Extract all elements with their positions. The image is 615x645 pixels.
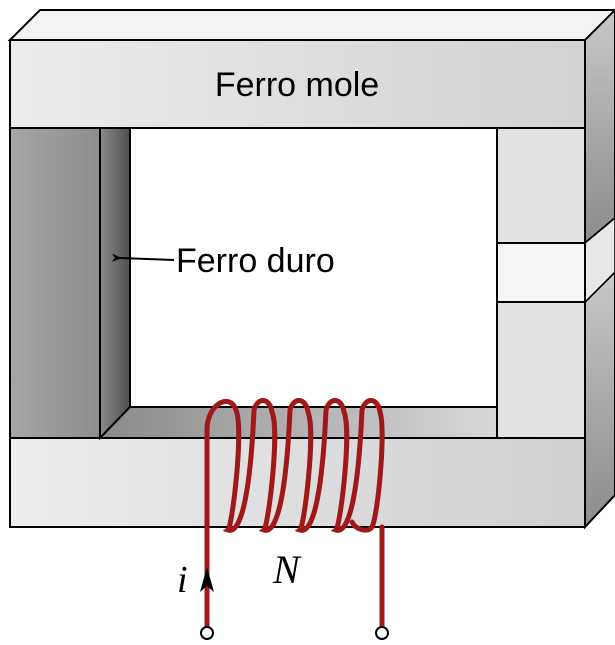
air-gap-front	[496, 242, 586, 303]
terminal-right	[375, 626, 389, 640]
soft-iron-label: Ferro mole	[215, 66, 379, 104]
soft-iron-top-bar	[9, 39, 586, 129]
coil	[204, 398, 385, 631]
core-right-side-lower	[584, 270, 615, 530]
turns-label: N	[272, 547, 302, 592]
coil-lead-left	[204, 398, 239, 631]
current-arrow	[200, 567, 214, 592]
hard-iron-pointer	[111, 253, 175, 262]
soft-iron-right-upper	[496, 127, 586, 244]
core-right-side-upper	[584, 8, 615, 246]
core-inner-ledge	[97, 406, 498, 439]
coil-turn-2	[258, 398, 311, 533]
coil-turn-1	[222, 398, 275, 533]
coil-turn-4	[330, 398, 383, 533]
core-top-surface	[7, 9, 615, 41]
hard-iron-inner-face	[99, 127, 131, 441]
current-label: i	[177, 559, 188, 601]
soft-iron-bottom-bar	[9, 437, 586, 528]
terminal-left	[200, 626, 214, 640]
soft-iron-right-lower	[496, 301, 586, 439]
core-window	[129, 127, 498, 408]
hard-iron-front	[9, 127, 101, 439]
hard-iron-label: Ferro duro	[176, 242, 335, 280]
coil-turn-3	[294, 398, 347, 533]
coil-turn-5	[349, 409, 385, 533]
